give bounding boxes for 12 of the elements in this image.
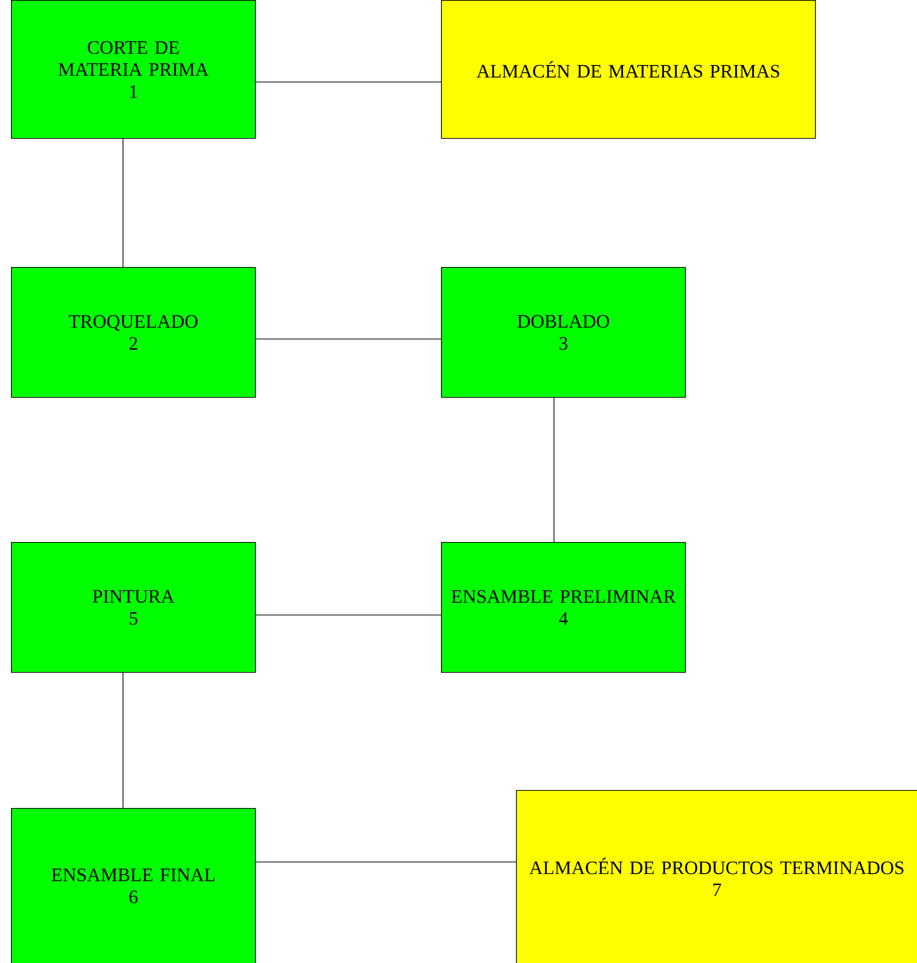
connector-line <box>122 672 124 808</box>
connector-line <box>255 338 442 340</box>
connector-line <box>122 138 124 268</box>
storage-box: ALMACÉN DE PRODUCTOS TERMINADOS 7 <box>516 790 917 963</box>
storage-box: ALMACÉN DE MATERIAS PRIMAS <box>441 0 816 139</box>
process-box: ENSAMBLE FINAL 6 <box>11 808 256 963</box>
process-box: CORTE DE MATERIA PRIMA 1 <box>11 0 256 139</box>
process-box: DOBLADO 3 <box>441 267 686 398</box>
process-box: PINTURA 5 <box>11 542 256 673</box>
process-box: TROQUELADO 2 <box>11 267 256 398</box>
process-box: ENSAMBLE PRELIMINAR 4 <box>441 542 686 673</box>
connector-line <box>255 614 442 616</box>
